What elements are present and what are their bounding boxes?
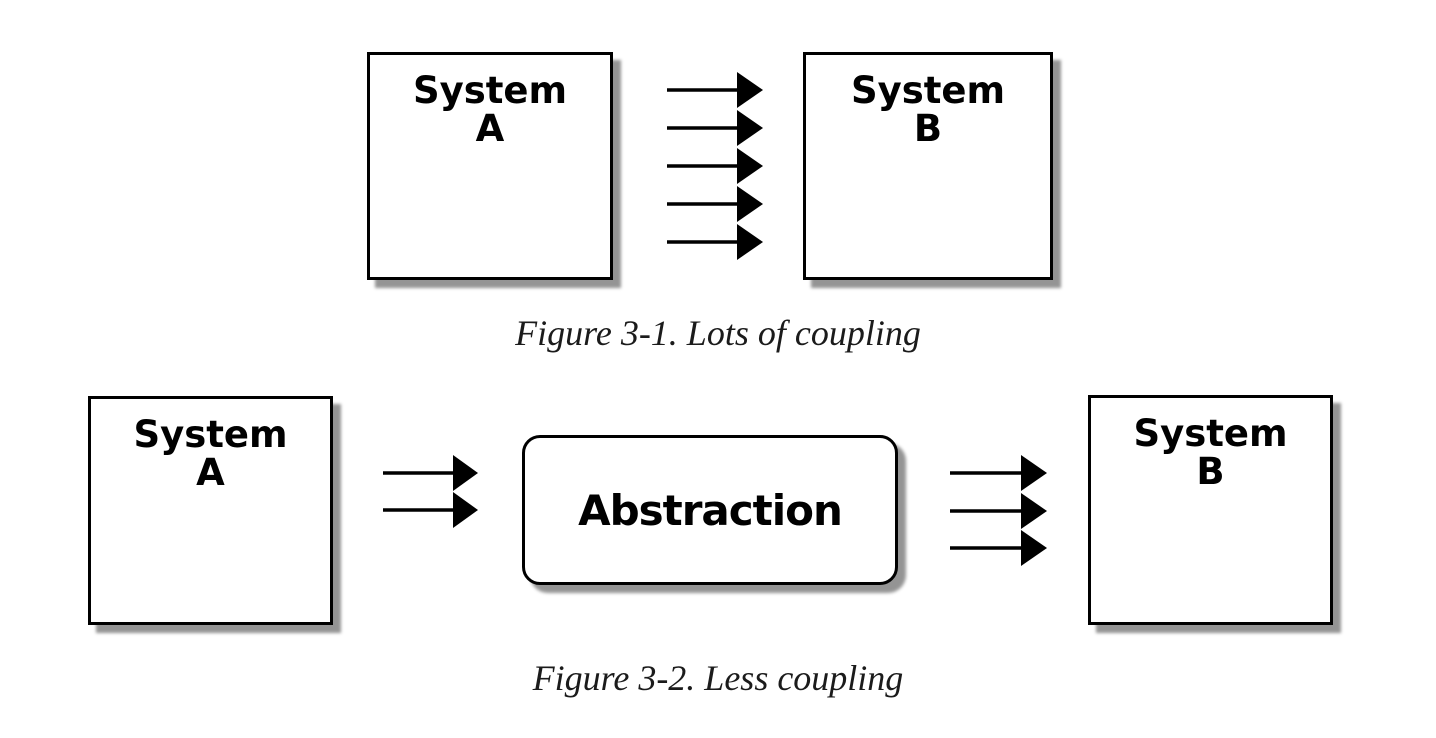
- system-a-label-line1: System: [133, 413, 288, 456]
- abstraction-box: Abstraction: [522, 435, 898, 585]
- fig2-arrows-a-to-abstraction: [383, 455, 478, 528]
- right-arrow-icon: [667, 224, 763, 260]
- system-b-label-line1: System: [1133, 412, 1288, 455]
- right-arrow-icon: [950, 493, 1047, 529]
- system-a-label-line1: System: [412, 69, 568, 112]
- system-a-label-line2: A: [475, 106, 505, 150]
- fig2-system-a-box: System A: [88, 396, 333, 625]
- right-arrow-icon: [383, 492, 478, 528]
- system-a-label-line2: A: [196, 450, 225, 494]
- right-arrow-icon: [667, 148, 763, 184]
- fig2-system-b-box: System B: [1088, 395, 1333, 625]
- fig1-system-b-box: System B: [803, 52, 1053, 280]
- right-arrow-icon: [383, 455, 478, 491]
- fig1-system-a-box: System A: [367, 52, 613, 280]
- fig2-system-a-label: System A: [91, 399, 330, 491]
- fig2-arrows-abstraction-to-b: [950, 455, 1047, 566]
- figure-3-1-caption: Figure 3-1. Lots of coupling: [515, 313, 921, 353]
- fig1-system-b-label: System B: [806, 55, 1050, 147]
- fig1-system-a-label: System A: [370, 55, 610, 147]
- system-b-label-line1: System: [850, 69, 1006, 112]
- abstraction-label: Abstraction: [578, 485, 843, 535]
- right-arrow-icon: [950, 530, 1047, 566]
- right-arrow-icon: [667, 110, 763, 146]
- right-arrow-icon: [667, 186, 763, 222]
- right-arrow-icon: [950, 455, 1047, 491]
- fig2-system-b-label: System B: [1091, 398, 1330, 490]
- system-b-label-line2: B: [913, 106, 943, 150]
- fig1-coupling-arrows: [667, 72, 763, 260]
- system-b-label-line2: B: [1196, 449, 1225, 493]
- figure-3-2-caption: Figure 3-2. Less coupling: [532, 658, 904, 698]
- right-arrow-icon: [667, 72, 763, 108]
